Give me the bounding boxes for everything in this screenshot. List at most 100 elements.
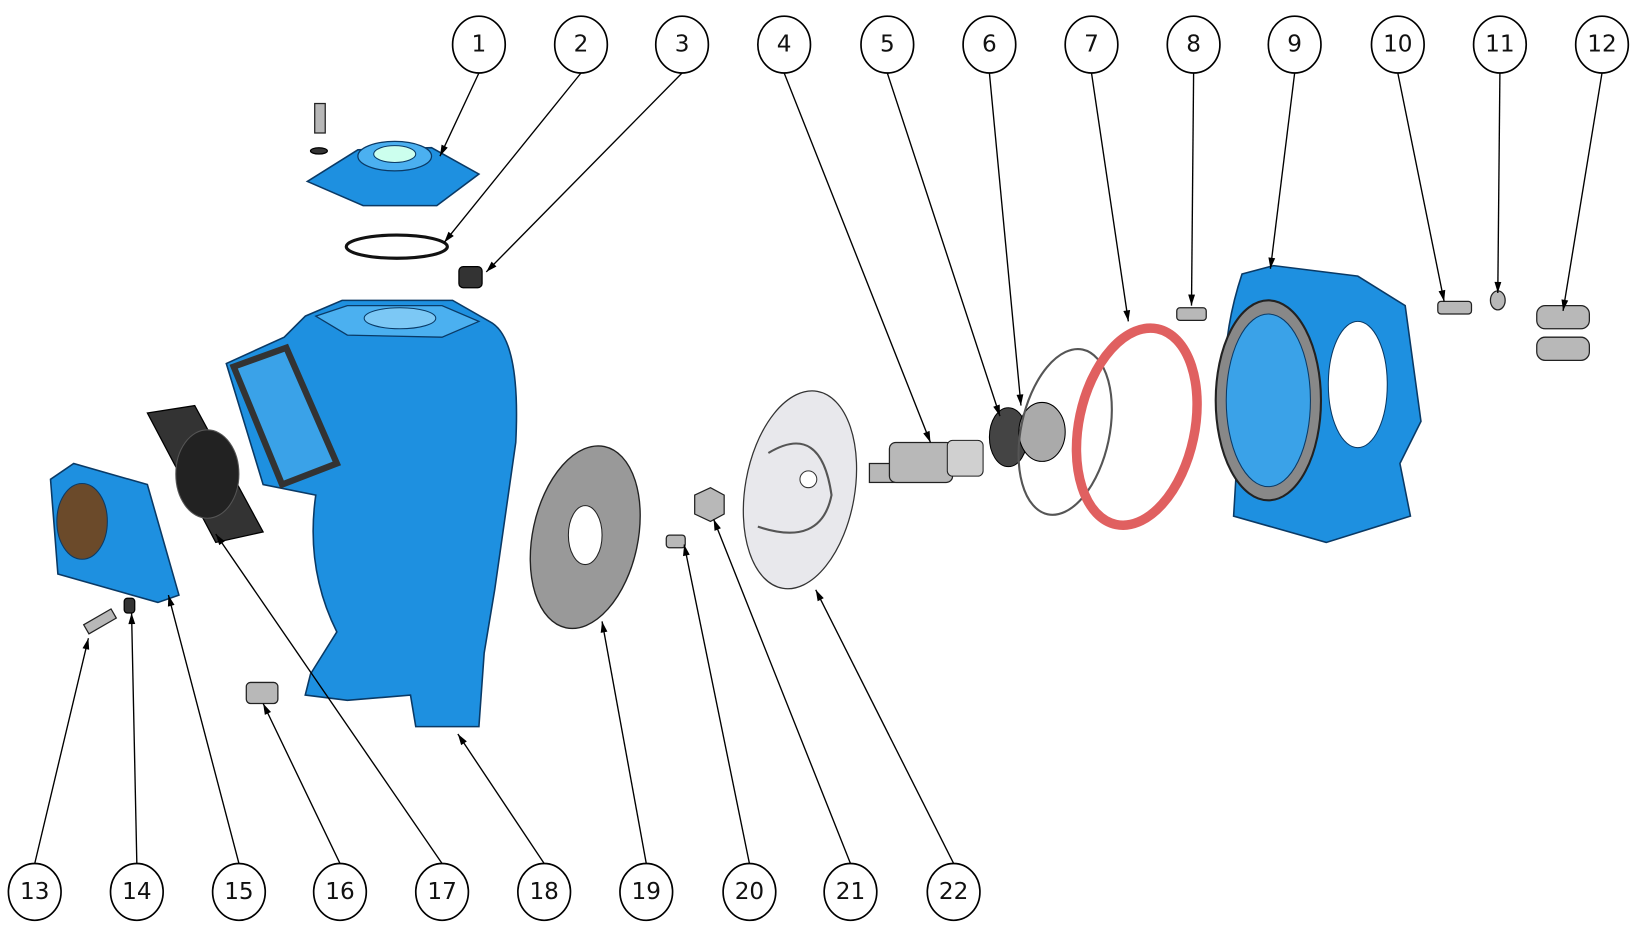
leader-line	[457, 733, 545, 864]
arrowhead	[923, 430, 931, 443]
callout-balloon: 5	[860, 15, 915, 74]
balloon-circle	[517, 862, 572, 922]
balloon-number: 6	[982, 32, 997, 58]
part-13-bolt	[82, 608, 118, 635]
callout-balloon: 9	[1267, 15, 1322, 74]
callout-balloon: 18	[517, 862, 572, 922]
callout-balloon: 21	[823, 862, 878, 922]
balloon-circle	[109, 862, 164, 922]
balloon-circle	[1574, 15, 1630, 74]
balloon-number: 12	[1587, 32, 1616, 58]
part-6-o-ring	[1017, 347, 1113, 516]
balloon-circle	[654, 15, 710, 74]
balloon-number: 21	[836, 879, 865, 905]
leader-line	[1397, 72, 1445, 302]
balloon-number: 16	[325, 879, 354, 905]
balloon-number: 8	[1186, 32, 1201, 58]
part-11-washer	[1489, 290, 1506, 311]
balloon-number: 20	[735, 879, 764, 905]
leader-line	[130, 612, 138, 864]
leader-line	[988, 72, 1022, 406]
balloon-number: 17	[427, 879, 456, 905]
balloon-number: 15	[224, 879, 253, 905]
callout-balloon: 17	[414, 862, 470, 922]
part-15-suction-flange	[49, 462, 180, 604]
leader-line	[1562, 72, 1603, 311]
leader-line	[713, 519, 852, 864]
balloon-number: 22	[939, 879, 968, 905]
callout-balloon: 12	[1574, 15, 1630, 74]
part-1-top-cover	[305, 102, 481, 207]
arrowhead	[486, 261, 497, 272]
leader-line	[439, 72, 480, 157]
callout-balloon: 22	[926, 862, 981, 922]
arrowhead	[600, 621, 608, 633]
balloon-number: 18	[529, 879, 558, 905]
parts	[49, 102, 1591, 728]
leader-line	[215, 533, 443, 864]
arrowhead	[1268, 257, 1276, 269]
arrowhead	[128, 612, 136, 625]
balloon-number: 9	[1287, 32, 1302, 58]
part-4-shaft-sleeve	[868, 439, 984, 484]
arrowhead	[1123, 309, 1131, 322]
balloon-circle	[1267, 15, 1322, 74]
callout-balloon: 15	[211, 862, 267, 922]
part-19-wear-plate	[529, 445, 641, 630]
arrowhead	[713, 519, 721, 531]
arrowhead	[1494, 281, 1502, 293]
leader-line	[262, 703, 341, 864]
balloon-number: 13	[20, 879, 49, 905]
balloon-number: 4	[777, 32, 792, 58]
arrowhead	[1438, 289, 1446, 302]
leader-line	[1090, 72, 1130, 322]
leader-line	[815, 589, 955, 864]
leader-line	[683, 544, 751, 864]
part-9-bearing-bracket	[1214, 264, 1422, 544]
leader-line	[485, 72, 683, 273]
arrowhead	[444, 231, 454, 243]
callout-balloon: 7	[1064, 15, 1119, 74]
part-12-shaft-clamp	[1536, 304, 1591, 361]
callout-balloon: 13	[7, 862, 62, 922]
part-14-washer	[123, 597, 136, 614]
balloon-number: 2	[574, 32, 589, 58]
balloon-circle	[722, 862, 777, 922]
callout-balloon: 14	[109, 862, 164, 922]
balloon-number: 19	[632, 879, 661, 905]
balloon-number: 11	[1485, 32, 1514, 58]
leader-line	[601, 621, 647, 864]
leader-line	[34, 638, 90, 864]
part-5-mechanical-seal	[988, 401, 1066, 468]
leader-line	[886, 72, 1001, 417]
arrowhead	[263, 703, 272, 715]
arrowhead	[439, 144, 448, 157]
callout-balloon: 4	[757, 15, 812, 74]
arrowhead	[82, 638, 90, 650]
arrowhead	[457, 734, 467, 746]
arrowhead	[683, 544, 690, 557]
leader-line	[1190, 72, 1195, 306]
arrowhead	[215, 534, 225, 546]
balloon-circle	[7, 862, 62, 922]
arrowhead	[1188, 294, 1196, 306]
balloon-circle	[860, 15, 915, 74]
balloon-circle	[619, 862, 674, 922]
balloon-number: 3	[675, 32, 690, 58]
leader-line	[167, 594, 240, 864]
arrowhead	[1016, 394, 1024, 406]
balloon-circle	[414, 862, 470, 922]
balloon-circle	[926, 862, 981, 922]
part-2-o-ring	[344, 233, 449, 260]
callout-balloon: 20	[722, 862, 777, 922]
balloon-circle	[962, 15, 1017, 74]
balloon-number: 7	[1084, 32, 1099, 58]
part-21-nut	[694, 487, 725, 523]
leader-lines	[34, 72, 1603, 864]
part-16-drain-plug	[245, 681, 279, 705]
callout-balloon: 1	[451, 15, 507, 74]
leader-line	[443, 72, 582, 243]
arrowhead	[1561, 299, 1569, 311]
part-18-casing	[225, 299, 518, 728]
